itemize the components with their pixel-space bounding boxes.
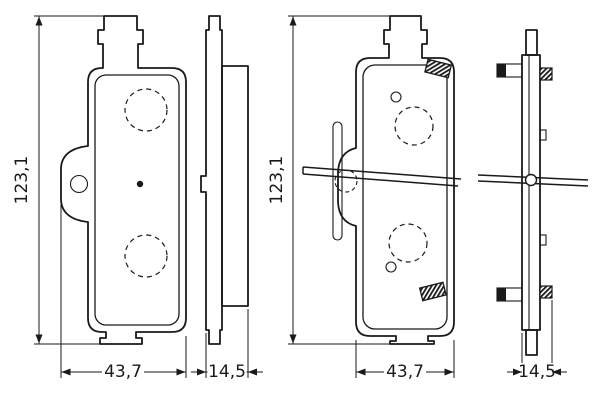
wear-sensor-wire [302, 166, 462, 180]
spring-clip-hatched-bottom [418, 281, 447, 302]
backplate-outline [337, 15, 455, 345]
wire-grommet [524, 173, 538, 187]
spring-clip-hatched-top [539, 67, 553, 81]
backplate-outline [60, 15, 187, 345]
top-tab-profile [525, 29, 538, 56]
thickness-dimension-a: 14,5 [191, 309, 263, 382]
retaining-spring-strip [332, 121, 343, 241]
friction-block-profile [221, 65, 249, 307]
piston-contact-circle-bottom [124, 234, 168, 278]
dimension-text-mask [519, 363, 555, 381]
dimension-text-mask [384, 363, 426, 381]
width-dimension-b: 43,7 [355, 340, 455, 382]
width-dimension-a: 43,7 [60, 204, 187, 382]
piston-contact-circle-top [124, 88, 168, 132]
piston-contact-circle-top [394, 106, 434, 146]
height-dimension-label: 123,1 [12, 156, 32, 205]
center-rivet-dot [136, 180, 144, 188]
thickness-dimension-label: 14,5 [208, 362, 246, 382]
retaining-clip-bottom-end [497, 288, 506, 301]
side-lug-lower [539, 234, 547, 246]
spring-clip-hatched-bottom [539, 285, 553, 299]
backplate-profile [200, 15, 223, 345]
thickness-dimension-label: 14,5 [518, 362, 556, 382]
spring-clip-hatched-top [424, 58, 453, 79]
width-dimension-label: 43,7 [386, 362, 424, 382]
retaining-clip-top-end [497, 64, 506, 77]
height-dimension-a: 123,1 [12, 15, 104, 345]
height-dimension-label: 123,1 [267, 156, 287, 205]
front-view-a [60, 15, 187, 345]
backplate-profile [521, 54, 541, 331]
piston-contact-circle-bottom [388, 223, 428, 263]
front-view-b [302, 15, 462, 345]
width-dimension-label: 43,7 [104, 362, 142, 382]
rivet-hole-bottom [385, 261, 397, 273]
bottom-tab-profile [525, 329, 538, 356]
wear-sensor-wire [302, 173, 459, 187]
dimension-text-mask [102, 363, 144, 381]
dimension-text-mask [207, 363, 247, 381]
side-lug-upper [539, 129, 547, 141]
friction-material-contour [94, 74, 180, 326]
friction-material-contour [362, 64, 448, 330]
height-dimension-b: 123,1 [267, 15, 390, 345]
thickness-dimension-b: 14,5 [507, 300, 567, 382]
side-view-b [477, 29, 589, 356]
rivet-hole-top [390, 91, 402, 103]
side-view-a [200, 15, 249, 345]
guide-ear-hole [69, 174, 89, 194]
